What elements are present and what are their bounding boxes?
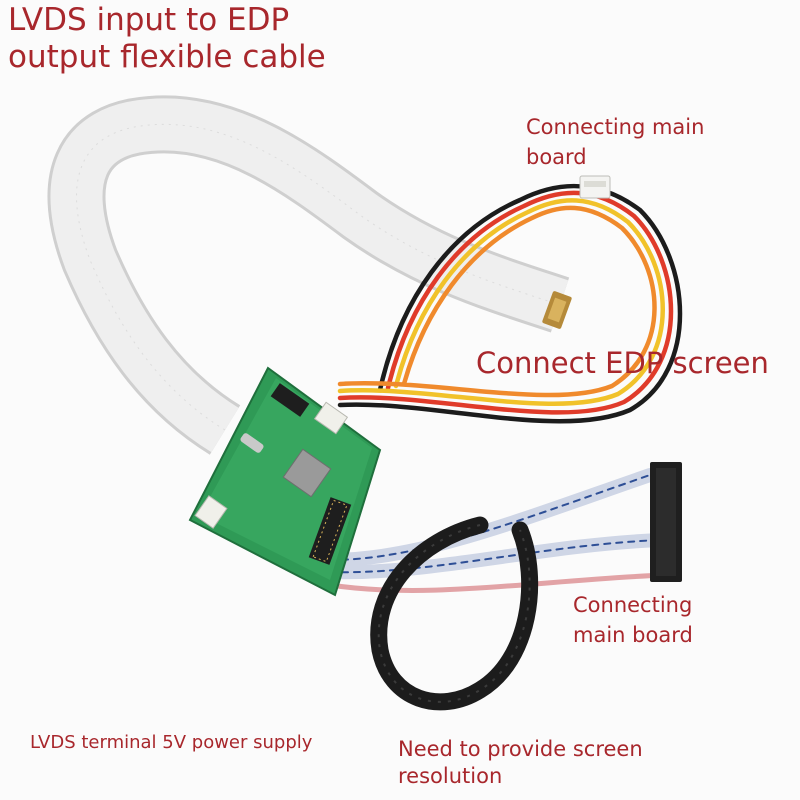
power-cable xyxy=(337,183,683,424)
resolution-line-1: Need to provide screen xyxy=(398,737,643,761)
title-line-2: output flexible cable xyxy=(8,39,326,76)
main-board-bottom-caption: Connecting main board xyxy=(573,590,693,651)
edp-connector xyxy=(542,291,572,329)
lvds-main-board-connector xyxy=(650,462,682,582)
lvds-wires xyxy=(323,468,668,593)
main-board-top-line-1: Connecting main xyxy=(526,115,705,139)
ffc-cable xyxy=(47,95,570,455)
lvds-power-caption: LVDS terminal 5V power supply xyxy=(30,732,313,753)
main-board-bottom-line-2: main board xyxy=(573,623,693,648)
title-line-1: LVDS input to EDP xyxy=(8,2,290,38)
main-board-top-line-2: board xyxy=(526,145,587,170)
main-board-bottom-line-1: Connecting xyxy=(573,593,693,617)
main-board-power-connector xyxy=(579,175,611,199)
resolution-line-2: resolution xyxy=(398,764,503,789)
resolution-caption: Need to provide screen resolution xyxy=(398,736,643,791)
lvds-black-sleeve xyxy=(370,516,539,711)
main-board-top-caption: Connecting main board xyxy=(526,112,704,173)
adapter-pcb xyxy=(188,366,382,597)
title-caption: LVDS input to EDP output flexible cable xyxy=(8,2,326,76)
edp-screen-caption: Connect EDP screen xyxy=(476,346,769,380)
